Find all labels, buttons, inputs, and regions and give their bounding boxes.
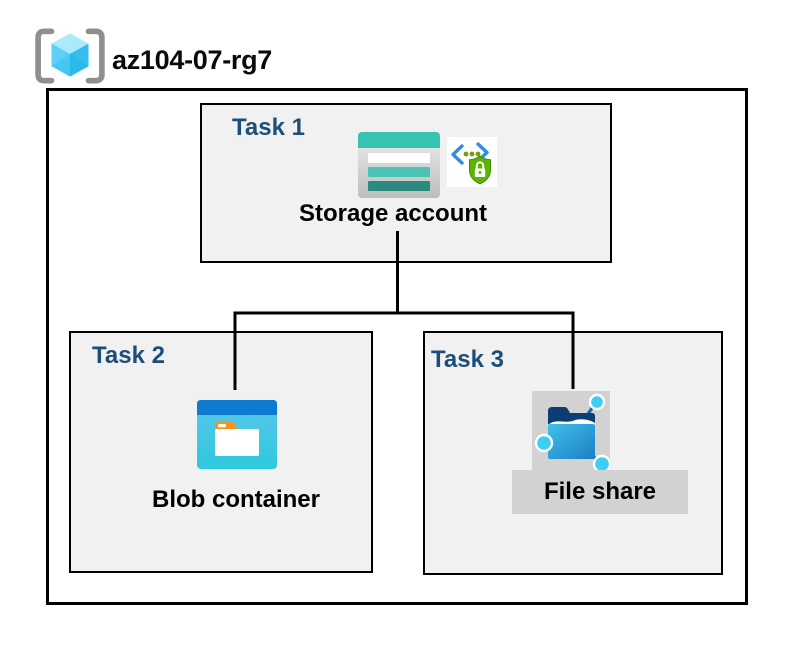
task3-box: Task 3 File share [423, 331, 723, 575]
task2-label: Task 2 [92, 342, 165, 369]
task2-box: Task 2 Blob container [69, 331, 373, 573]
blob-container-label: Blob container [151, 486, 320, 513]
file-share-label-rect: File share [512, 470, 688, 514]
task3-label: Task 3 [431, 346, 504, 373]
file-share-icon-background [532, 391, 610, 471]
blob-container-icon [197, 400, 277, 469]
storage-account-label: Storage account [298, 200, 488, 227]
task1-box: Task 1 Storage account [200, 103, 612, 263]
file-share-label: File share [543, 478, 657, 505]
secure-access-icon [447, 137, 497, 187]
resource-group-icon [35, 28, 105, 84]
file-share-icon [534, 393, 610, 471]
storage-account-icon [358, 132, 440, 198]
resource-group-title: az104-07-rg7 [112, 45, 272, 75]
task1-label: Task 1 [232, 114, 305, 141]
